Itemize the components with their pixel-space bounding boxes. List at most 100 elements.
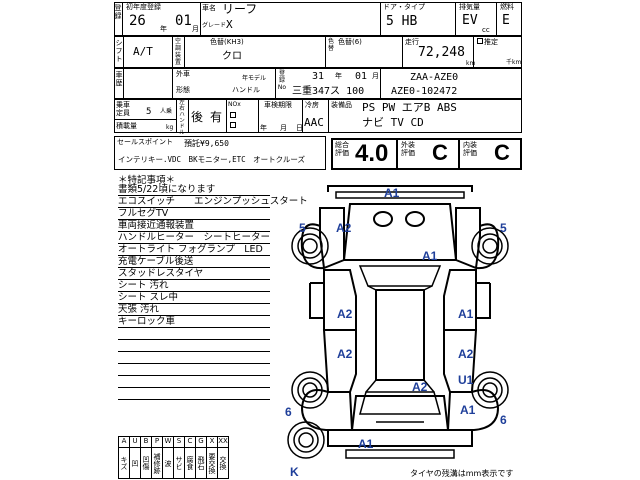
damage-front-bumper: A1 [384,186,400,200]
reg-year: 26 [129,13,146,29]
legend-meaning: サビ [173,447,185,479]
reg-month: 01 [175,13,192,29]
divider [328,99,329,133]
reg-year-unit: 年 [160,25,167,33]
note-item: フルセグTV [118,208,270,220]
arch-front-right [475,223,500,270]
legend-meaning: 凹 [129,447,141,479]
divider [184,36,185,68]
reg-side-label: 登録 [114,4,122,20]
roof-shape [375,289,425,381]
front-grille-shape [335,191,465,199]
damage-right-rear-corner: A1 [460,403,476,417]
interior-score-label: 内装評価 [463,141,477,157]
history-label: 車歴 [115,71,123,87]
divider [458,138,460,170]
door-type: 5 HB [386,14,418,29]
damage-left-front-wheel: 5 [299,221,306,235]
grade-label: グレード [202,22,227,29]
sales-point-box [114,136,326,170]
damage-spare-tire: K [290,465,299,479]
legend-meaning: 要交換 [206,447,218,479]
divider [114,119,176,120]
headlamp-right [405,211,425,227]
wheels [287,227,509,459]
legend-code: X [206,436,218,448]
bonnet-shape [342,203,458,261]
damage-bonnet: A1 [422,249,438,263]
left-mirror-step [309,282,324,319]
reg-month-2: 01 [355,71,368,82]
damage-left-rear-door: A2 [337,347,353,361]
exterior-score: C [432,140,448,165]
estimate-checkbox [477,38,483,44]
exterior-label: 外車 [176,70,190,78]
row-shift-color-mileage [114,36,522,68]
rear-window [359,391,441,415]
reg-year-2: 31 [312,71,325,82]
score-box [331,138,522,170]
right-front-fender [455,207,481,270]
notes-title: ＊特記事項＊ [118,175,176,186]
rear-lower-panel [345,449,455,459]
equipment-line-1: PS PW エアB ABS [362,101,457,114]
note-item: 充電ケーブル後送 [118,256,270,268]
damage-right-rear-door: A2 [458,347,474,361]
note-item [118,388,270,400]
inspection-year: 年 [260,124,267,132]
legend-meaning: 腐食 [184,447,196,479]
note-item [118,352,270,364]
inspection-day: 日 [296,124,303,132]
windshield-shape [358,265,442,287]
sales-point-line-1: 預託¥9,650 [184,139,229,148]
loading-label: 積載量 [116,122,137,130]
inspection-month: 月 [280,124,287,132]
divider [188,99,189,133]
left-front-fender [319,207,345,270]
legend-code: W [162,436,174,448]
back-door-shape [350,395,450,431]
divider [396,138,398,170]
color-label: 色替(KH3) [210,38,244,46]
legend-meaning: 飛石 [195,447,207,479]
aircon-label: 空調装置 [174,38,181,66]
note-item: エコスイッチ エンジンプッシュスタート [118,196,308,208]
damage-left-front-door: A2 [337,307,353,321]
equipment-label: 装備品 [331,101,352,109]
estimate-label: 推定 [484,38,498,46]
divider [176,99,177,133]
damage-back-door: A2 [412,380,428,394]
damage-right-rear-wheel: 6 [500,413,507,427]
row-registration [114,68,522,99]
right-rear-quarter [446,389,500,431]
fuel-label: 燃料 [500,3,514,11]
divider [302,99,303,133]
regno-label: 登録No [277,70,287,91]
interior-score: C [494,140,510,165]
pillars [365,285,435,393]
displacement-label: 排気量 [459,3,480,11]
tire-note: タイヤの残溝はmm表示です [410,469,514,478]
left-rear-quarter [300,389,354,431]
divider [258,99,259,133]
mileage-unit: km [466,60,476,67]
front-bumper-shape [327,185,473,192]
divider [496,2,497,36]
legend-code: S [173,436,185,448]
car-name-label: 車名 [202,4,216,12]
nox-check-2 [230,122,236,128]
note-item: シート スレ中 [118,292,270,304]
equipment-line-2: ナビ TV CD [362,116,424,129]
rear-bumper-shape [327,429,473,447]
divider [473,36,474,68]
shift-label: シフト [115,39,123,63]
divider [200,2,201,36]
note-item: ハンドルヒーター シートヒーター [118,232,271,244]
overall-score: 4.0 [355,140,389,167]
reg-month-2-unit: 月 [372,72,379,80]
legend-meaning: 凹傷 [140,447,152,479]
divider [172,36,173,68]
note-item: 車両接近通報装置 [118,220,270,232]
note-item: キーロック車 [118,316,270,328]
year-model-label: 年モデル [242,75,267,82]
